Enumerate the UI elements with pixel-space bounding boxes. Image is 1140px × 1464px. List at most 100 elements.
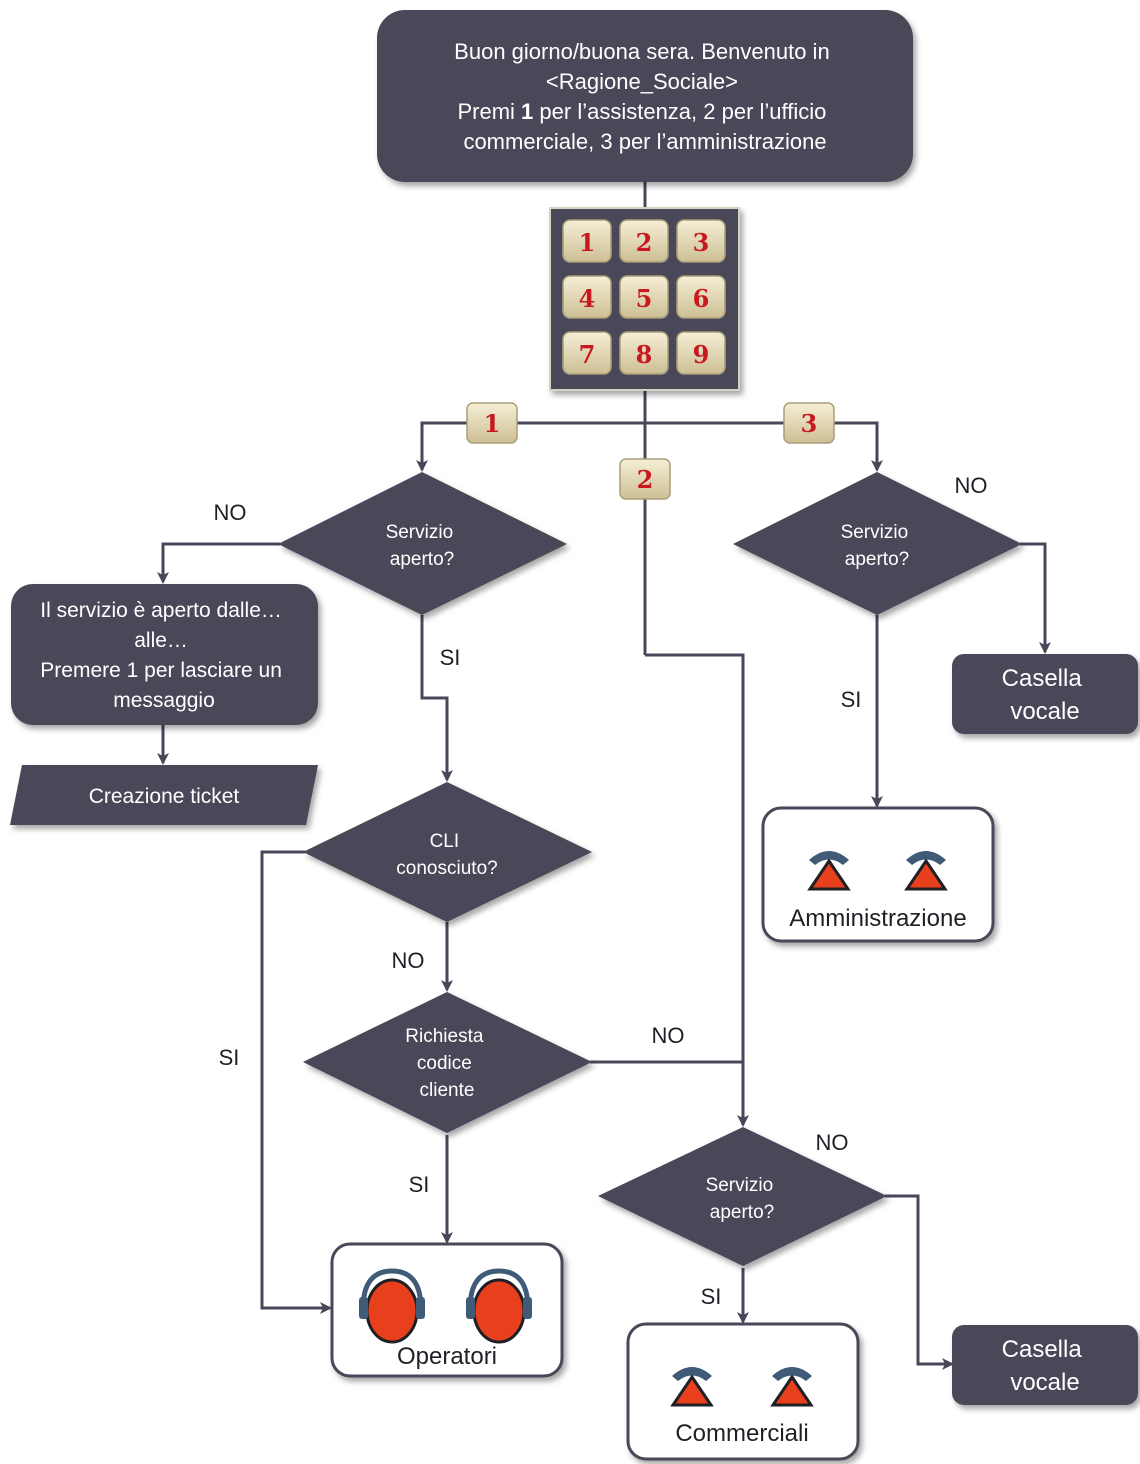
decision-admin-line-2: aperto? bbox=[845, 549, 909, 570]
voicemail-admin-line-2: vocale bbox=[1010, 698, 1079, 725]
edge-labels: NO SI NO SI SI NO NO SI NO SI bbox=[214, 473, 988, 1309]
connector-sales-no bbox=[885, 1194, 954, 1370]
svg-text:Casella vocale: Casella vocale bbox=[1002, 665, 1089, 725]
decision-assist-open: Servizio aperto? bbox=[278, 472, 567, 615]
label-code-no: NO bbox=[652, 1023, 685, 1048]
ticket-label: Creazione ticket bbox=[89, 785, 240, 808]
welcome-line-3: Premi 1 per l’assistenza, 2 per l’uffici… bbox=[457, 99, 826, 124]
label-cli-no: NO bbox=[392, 948, 425, 973]
svg-text:CLI conosciuto?: CLI conosciuto? bbox=[396, 831, 497, 879]
connector-branch-3 bbox=[645, 421, 883, 472]
headset-icon bbox=[359, 1268, 425, 1344]
svg-text:Buon giorno/buona sera. Benven: Buon giorno/buona sera. Benvenuto in <Ra… bbox=[454, 39, 836, 154]
decision-cli-line-1: CLI bbox=[430, 831, 460, 852]
decision-assist-line-2: aperto? bbox=[390, 549, 454, 570]
branch-badge-1: 1 bbox=[466, 402, 518, 444]
branch-badge-3-label: 3 bbox=[801, 409, 818, 438]
keypad-key-3-label: 3 bbox=[693, 228, 710, 257]
keypad-key-7: 7 bbox=[562, 331, 612, 375]
group-admin: Amministrazione bbox=[761, 806, 995, 943]
keypad-key-4-label: 4 bbox=[579, 284, 596, 313]
closed-message-line-2: alle… bbox=[134, 629, 188, 652]
label-admin-no: NO bbox=[955, 473, 988, 498]
keypad-key-9-label: 9 bbox=[693, 340, 710, 369]
label-assist-no: NO bbox=[214, 500, 247, 525]
closed-message-box: Il servizio è aperto dalle… alle… Premer… bbox=[11, 584, 318, 725]
closed-message-line-4: messaggio bbox=[113, 689, 215, 712]
phone-icon bbox=[904, 851, 948, 891]
keypad-key-7-label: 7 bbox=[579, 340, 596, 369]
keypad-key-1-label: 1 bbox=[579, 228, 596, 257]
decision-cli-known: CLI conosciuto? bbox=[303, 782, 592, 922]
svg-text:Il servizio è aperto dalle…: Il servizio è aperto dalle… alle… Premer… bbox=[40, 599, 287, 712]
decision-sales-open: Servizio aperto? bbox=[598, 1127, 887, 1266]
label-cli-si: SI bbox=[219, 1045, 240, 1070]
svg-text:Servizio aperto?: Servizio aperto? bbox=[386, 522, 459, 570]
voicemail-sales-line-1: Casella bbox=[1002, 1336, 1083, 1363]
headset-icon bbox=[466, 1268, 532, 1344]
decision-code-line-1: Richiesta bbox=[405, 1026, 484, 1047]
phone-icon bbox=[807, 851, 851, 891]
keypad-key-6: 6 bbox=[676, 275, 726, 319]
decision-ask-code: Richiesta codice cliente bbox=[303, 992, 592, 1133]
branch-badge-1-label: 1 bbox=[484, 409, 501, 438]
connector-assist-si bbox=[420, 615, 453, 782]
label-sales-no: NO bbox=[816, 1130, 849, 1155]
keypad: 1 2 3 4 5 6 7 8 9 bbox=[549, 207, 740, 391]
group-sales-label: Commerciali bbox=[675, 1420, 808, 1447]
keypad-key-5-label: 5 bbox=[636, 284, 653, 313]
keypad-key-5: 5 bbox=[619, 275, 669, 319]
welcome-line-4: commerciale, 3 per l’amministrazione bbox=[463, 129, 826, 154]
keypad-key-2: 2 bbox=[619, 219, 669, 263]
branch-badge-2: 2 bbox=[619, 458, 671, 500]
decision-sales-line-2: aperto? bbox=[710, 1202, 774, 1223]
keypad-key-3: 3 bbox=[676, 219, 726, 263]
keypad-key-6-label: 6 bbox=[693, 284, 710, 313]
decision-cli-line-2: conosciuto? bbox=[396, 858, 497, 879]
voicemail-sales: Casella vocale bbox=[952, 1325, 1138, 1405]
decision-sales-line-1: Servizio bbox=[706, 1175, 774, 1196]
group-sales: Commerciali bbox=[626, 1322, 860, 1461]
keypad-key-8: 8 bbox=[619, 331, 669, 375]
keypad-key-8-label: 8 bbox=[636, 340, 653, 369]
connectors bbox=[157, 182, 1051, 1370]
closed-message-line-1: Il servizio è aperto dalle… bbox=[40, 599, 282, 622]
connector-admin-no bbox=[1020, 542, 1051, 654]
svg-text:Casella vocale: Casella vocale bbox=[1002, 1336, 1089, 1396]
voicemail-admin-line-1: Casella bbox=[1002, 665, 1083, 692]
branch-badge-2-label: 2 bbox=[637, 465, 654, 494]
keypad-key-2-label: 2 bbox=[636, 228, 653, 257]
group-operators: Operatori bbox=[330, 1242, 564, 1378]
voicemail-sales-line-2: vocale bbox=[1010, 1369, 1079, 1396]
label-assist-si: SI bbox=[440, 645, 461, 670]
welcome-line-1: Buon giorno/buona sera. Benvenuto in bbox=[454, 39, 830, 64]
connector-assist-no bbox=[157, 542, 280, 584]
svg-text:Richiesta codice c: Richiesta codice cliente bbox=[405, 1026, 488, 1101]
phone-icon bbox=[670, 1367, 714, 1407]
connector-branch-2 bbox=[645, 653, 749, 1127]
voicemail-admin: Casella vocale bbox=[952, 654, 1138, 734]
welcome-line-2: <Ragione_Sociale> bbox=[546, 69, 738, 94]
keypad-key-1: 1 bbox=[562, 219, 612, 263]
label-code-si: SI bbox=[409, 1172, 430, 1197]
group-operators-label: Operatori bbox=[397, 1343, 497, 1370]
welcome-box: Buon giorno/buona sera. Benvenuto in <Ra… bbox=[377, 10, 913, 182]
ticket-creation: Creazione ticket bbox=[10, 765, 318, 825]
svg-text:Servizio aperto?: Servizio aperto? bbox=[706, 1175, 779, 1223]
decision-code-line-2: codice bbox=[417, 1053, 472, 1074]
decision-code-line-3: cliente bbox=[420, 1080, 475, 1101]
branch-badge-3: 3 bbox=[783, 402, 835, 444]
svg-text:Servizio aperto?: Servizio aperto? bbox=[841, 522, 914, 570]
keypad-key-4: 4 bbox=[562, 275, 612, 319]
phone-icon bbox=[770, 1367, 814, 1407]
decision-assist-line-1: Servizio bbox=[386, 522, 454, 543]
decision-admin-line-1: Servizio bbox=[841, 522, 909, 543]
connector-cli-si bbox=[260, 850, 332, 1314]
decision-admin-open: Servizio aperto? bbox=[733, 472, 1022, 615]
keypad-key-9: 9 bbox=[676, 331, 726, 375]
connector-branch-1 bbox=[416, 421, 645, 472]
label-admin-si: SI bbox=[841, 687, 862, 712]
label-sales-si: SI bbox=[701, 1284, 722, 1309]
closed-message-line-3: Premere 1 per lasciare un bbox=[40, 659, 282, 682]
